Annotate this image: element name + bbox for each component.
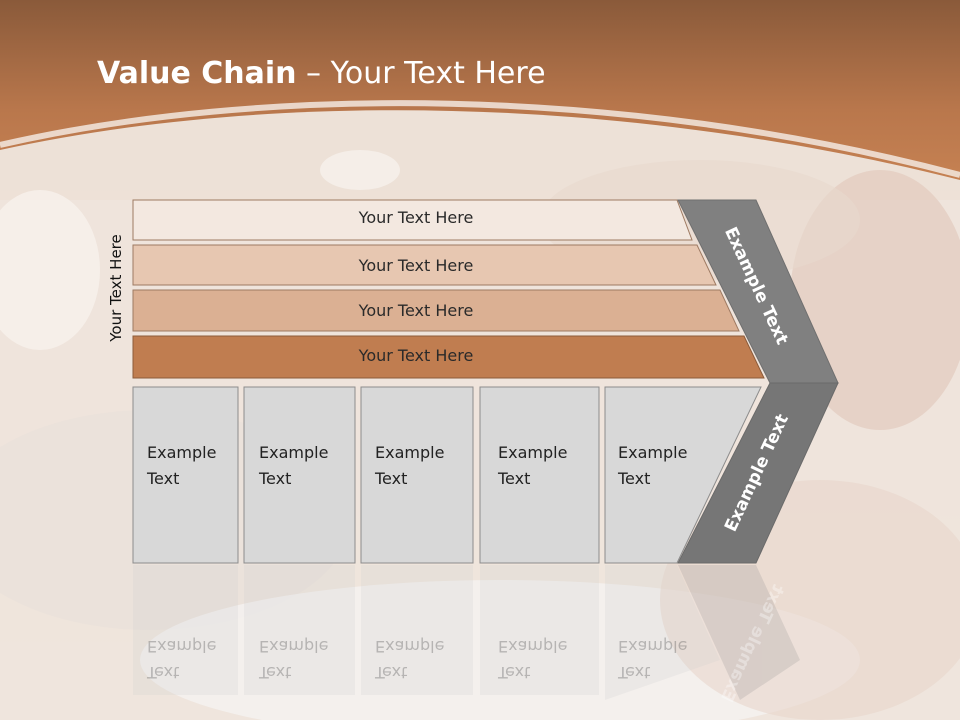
band-label-2: Your Text Here — [358, 256, 474, 275]
box-5-line-2: Text — [618, 469, 651, 488]
box-label-2: Example Text — [259, 440, 328, 492]
box-3-line-1: Example — [375, 443, 445, 462]
box-2-line-2: Text — [259, 469, 292, 488]
box-1 — [132, 386, 239, 564]
box-label-1: Example Text — [147, 440, 216, 492]
box-label-5: Example Text — [618, 440, 687, 492]
band-1 — [132, 199, 693, 241]
box-1-line-2: Text — [147, 469, 180, 488]
reflection-box-2-line-1: Example — [259, 637, 329, 656]
box-1-line-1: Example — [147, 443, 217, 462]
box-label-4: Example Text — [498, 440, 567, 492]
reflection-chevron-label: Example Text — [716, 581, 788, 705]
band-label-3: Your Text Here — [358, 301, 474, 320]
reflection-box-1-line-1: Example — [147, 637, 217, 656]
band-2 — [132, 244, 717, 286]
reflection-box-4-line-2: Text — [498, 663, 531, 682]
box-5-line-1: Example — [618, 443, 688, 462]
reflection-box-3: Text Example — [375, 633, 444, 685]
reflection-box-5: Text Example — [618, 633, 687, 685]
reflection-box-4-line-1: Example — [498, 637, 568, 656]
slide-title: Value Chain – Your Text Here — [97, 56, 546, 91]
band-label-4: Your Text Here — [358, 346, 474, 365]
reflection-box-3-line-1: Example — [375, 637, 445, 656]
reflection: Text Example Text Example Text Example T… — [0, 563, 960, 720]
chevron-lower — [677, 382, 839, 564]
band-4 — [132, 335, 765, 379]
title-bold: Value Chain — [97, 56, 297, 91]
band-3 — [132, 289, 740, 332]
box-5 — [604, 386, 762, 564]
reflection-box-1-line-2: Text — [147, 663, 180, 682]
box-2-line-1: Example — [259, 443, 329, 462]
reflection-box-2-line-2: Text — [259, 663, 292, 682]
reflection-box-1: Text Example — [147, 633, 216, 685]
box-2 — [243, 386, 356, 564]
band-label-1: Your Text Here — [358, 208, 474, 227]
box-3 — [360, 386, 474, 564]
reflection-box-5-line-1: Example — [618, 637, 688, 656]
reflection-box-4: Text Example — [498, 633, 567, 685]
box-4 — [479, 386, 600, 564]
reflection-shapes — [133, 565, 800, 700]
box-label-3: Example Text — [375, 440, 444, 492]
reflection-box-5-line-2: Text — [618, 663, 651, 682]
box-4-line-1: Example — [498, 443, 568, 462]
box-3-line-2: Text — [375, 469, 408, 488]
title-rest: – Your Text Here — [296, 56, 546, 91]
reflection-box-3-line-2: Text — [375, 663, 408, 682]
box-4-line-2: Text — [498, 469, 531, 488]
reflection-box-2: Text Example — [259, 633, 328, 685]
